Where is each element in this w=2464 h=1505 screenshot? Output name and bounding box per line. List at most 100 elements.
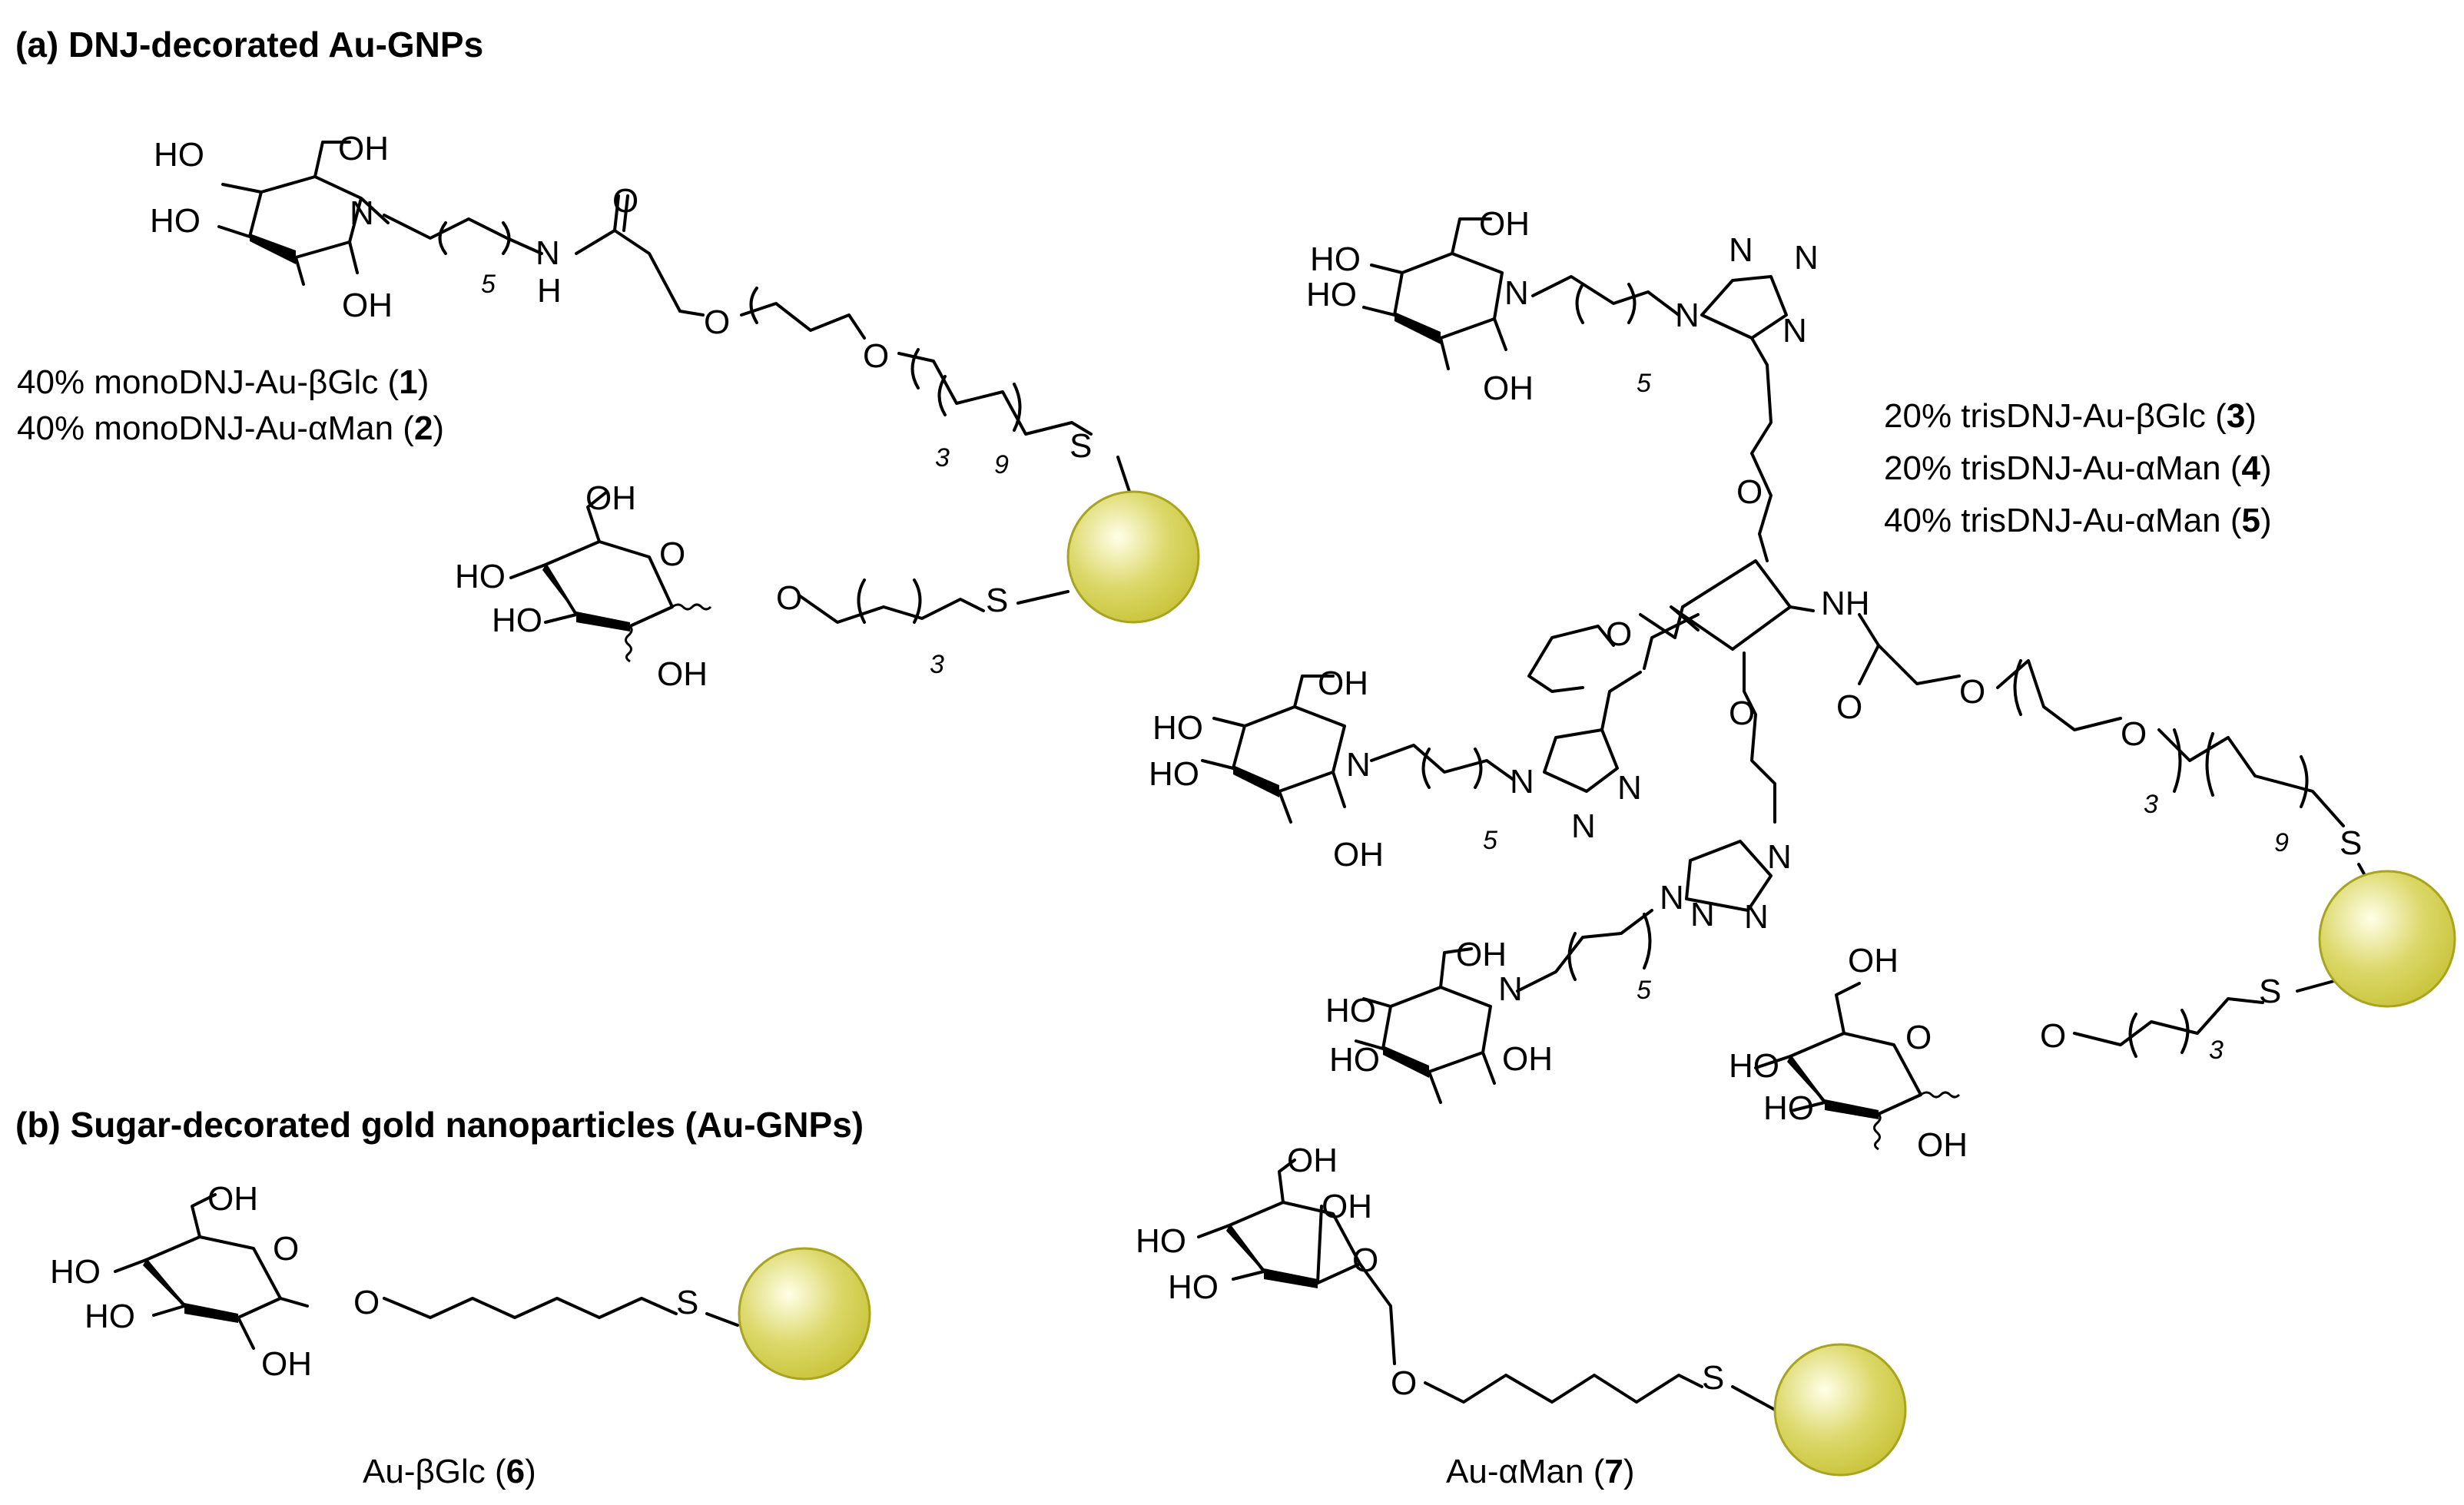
svg-text:N: N: [1690, 896, 1715, 933]
mono-label-1: 40% monoDNJ-Au-βGlc (1): [17, 363, 429, 401]
tris-label-4: 20% trisDNJ-Au-αMan (4): [1884, 449, 2272, 487]
svg-text:3: 3: [935, 443, 950, 472]
svg-text:N: N: [1571, 807, 1596, 845]
svg-text:OH: OH: [207, 1180, 258, 1218]
au-beta-glc-atoms: OH HO HO O OH O S: [50, 1180, 698, 1383]
svg-text:N: N: [1767, 838, 1792, 876]
svg-text:O: O: [1905, 1019, 1932, 1056]
svg-text:HO: HO: [1136, 1222, 1186, 1260]
svg-text:N: N: [1794, 239, 1819, 277]
svg-text:OH: OH: [338, 130, 389, 167]
tris-dnj-structure: [1201, 217, 2379, 1151]
svg-text:O: O: [2121, 715, 2147, 753]
svg-text:N: N: [1660, 879, 1684, 917]
svg-text:S: S: [2340, 824, 2362, 862]
svg-text:OH: OH: [585, 479, 636, 517]
svg-text:3: 3: [2144, 790, 2158, 819]
svg-text:OH: OH: [1848, 942, 1899, 980]
svg-text:O: O: [2040, 1017, 2066, 1055]
svg-text:OH: OH: [261, 1345, 312, 1383]
svg-text:OH: OH: [1479, 205, 1530, 243]
svg-text:N: N: [1783, 312, 1807, 350]
svg-text:N: N: [1498, 970, 1523, 1008]
svg-text:HO: HO: [1763, 1089, 1814, 1127]
panel-b-heading: (b) Sugar-decorated gold nanoparticles (…: [15, 1105, 864, 1145]
svg-text:HO: HO: [154, 136, 204, 174]
tris-label-3: 20% trisDNJ-Au-βGlc (3): [1884, 397, 2257, 435]
svg-text:3: 3: [930, 650, 944, 679]
svg-text:O: O: [1352, 1241, 1378, 1279]
gold-nanoparticle-mono: [1066, 490, 1200, 624]
svg-text:O: O: [863, 337, 889, 375]
svg-text:HO: HO: [1729, 1047, 1779, 1085]
svg-text:OH: OH: [657, 655, 708, 693]
svg-text:HO: HO: [50, 1253, 101, 1291]
svg-text:O: O: [353, 1284, 380, 1321]
au-alpha-man-atoms: OH OH HO HO O O S: [1136, 1142, 1724, 1402]
svg-text:N: N: [1729, 231, 1753, 269]
svg-text:HO: HO: [455, 558, 506, 595]
svg-text:3: 3: [2209, 1036, 2224, 1065]
svg-text:OH: OH: [1322, 1188, 1372, 1225]
svg-text:N: N: [1617, 769, 1642, 807]
svg-text:OH: OH: [1483, 370, 1534, 407]
svg-text:9: 9: [2274, 828, 2289, 857]
svg-text:5: 5: [1637, 369, 1651, 398]
svg-text:HO: HO: [150, 202, 201, 240]
svg-text:OH: OH: [1333, 836, 1384, 873]
svg-text:HO: HO: [492, 602, 542, 639]
svg-text:OH: OH: [1318, 665, 1368, 702]
svg-text:S: S: [1070, 427, 1092, 465]
svg-text:O: O: [659, 535, 685, 573]
svg-text:HO: HO: [1325, 992, 1376, 1029]
svg-text:N: N: [1504, 274, 1529, 312]
svg-text:N: N: [1675, 297, 1700, 334]
mono-dnj-atoms: HO HO OH N OH 5 N H O O O 3 9 S OH HO HO…: [150, 130, 1092, 693]
svg-text:5: 5: [1483, 826, 1497, 855]
svg-text:N: N: [1510, 763, 1534, 801]
svg-text:OH: OH: [1917, 1126, 1968, 1164]
svg-text:H: H: [537, 272, 562, 310]
au-alpha-man-structure: [1197, 1159, 1776, 1411]
svg-text:O: O: [1959, 673, 1985, 711]
glc-label-6: Au-βGlc (6): [363, 1453, 536, 1490]
gold-nanoparticle-tris: [2318, 870, 2456, 1008]
svg-text:N: N: [1744, 898, 1769, 936]
svg-text:5: 5: [481, 270, 496, 299]
svg-text:OH: OH: [342, 287, 393, 324]
svg-text:NH: NH: [1821, 585, 1870, 622]
svg-text:N: N: [1346, 746, 1371, 784]
mono-label-2: 40% monoDNJ-Au-αMan (2): [17, 409, 444, 447]
svg-text:5: 5: [1637, 976, 1651, 1005]
svg-text:S: S: [1702, 1359, 1724, 1397]
svg-text:O: O: [776, 579, 802, 617]
svg-text:HO: HO: [85, 1298, 135, 1335]
svg-text:S: S: [676, 1284, 698, 1321]
svg-text:HO: HO: [1168, 1268, 1219, 1306]
svg-text:S: S: [986, 582, 1008, 619]
svg-text:OH: OH: [1456, 936, 1507, 973]
svg-text:O: O: [1729, 694, 1755, 732]
svg-text:O: O: [704, 303, 730, 341]
tris-dnj-atoms: HO HO OH N OH 5 N N N N O NH O O O O 3 9…: [1149, 205, 2362, 1164]
svg-text:HO: HO: [1149, 755, 1199, 793]
gold-nanoparticle-glc: [738, 1247, 871, 1381]
svg-text:S: S: [2259, 973, 2281, 1010]
svg-text:OH: OH: [1502, 1040, 1553, 1078]
man-label-7: Au-αMan (7): [1446, 1453, 1635, 1490]
svg-text:O: O: [1606, 615, 1632, 653]
mono-dnj-structure: [217, 141, 1131, 663]
svg-text:O: O: [1391, 1364, 1417, 1402]
svg-text:HO: HO: [1310, 240, 1361, 278]
svg-text:O: O: [612, 182, 638, 220]
svg-text:OH: OH: [1287, 1142, 1338, 1179]
svg-text:9: 9: [994, 450, 1009, 479]
au-beta-glc-structure: [114, 1193, 739, 1350]
svg-text:HO: HO: [1329, 1041, 1380, 1079]
svg-text:O: O: [1836, 688, 1862, 726]
gold-nanoparticle-man: [1773, 1343, 1907, 1477]
svg-text:N: N: [350, 194, 374, 232]
panel-a-heading: (a) DNJ-decorated Au-GNPs: [15, 25, 483, 65]
tris-label-5: 40% trisDNJ-Au-αMan (5): [1884, 502, 2272, 539]
